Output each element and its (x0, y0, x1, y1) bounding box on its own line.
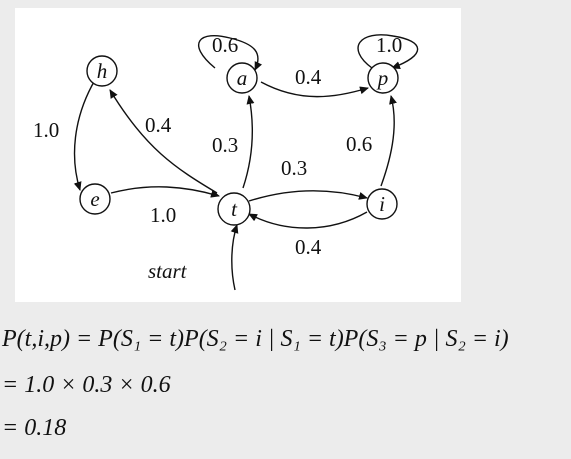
formula-line-1: P(t,i,p) = P(S₁ = t)P(S₂ = i | S₁ = t)P(… (2, 326, 509, 352)
label-i-p: 0.6 (346, 132, 372, 156)
markov-chain-diagram: h a p e t i 0.6 1.0 0.4 1.0 0.4 0.3 0.6 … (15, 8, 461, 302)
node-e: e (79, 183, 111, 215)
edge-h-e (73, 79, 96, 191)
edge-a-self (197, 34, 263, 71)
diagram-canvas: h a p e t i 0.6 1.0 0.4 1.0 0.4 0.3 0.6 … (33, 33, 419, 291)
edge-start-t (230, 224, 239, 291)
formula-line-3: = 0.18 (2, 415, 67, 441)
label-t-a: 0.3 (212, 133, 238, 157)
formula-line-2: = 1.0 × 0.3 × 0.6 (2, 372, 171, 398)
label-start: start (148, 259, 188, 283)
svg-text:t: t (231, 197, 238, 221)
svg-text:a: a (237, 66, 248, 90)
edge-e-t (110, 186, 220, 198)
edge-t-h (109, 89, 218, 194)
svg-text:p: p (376, 66, 389, 90)
label-a-p: 0.4 (295, 65, 322, 89)
label-a-self: 0.6 (212, 33, 238, 57)
edge-t-a (242, 95, 255, 189)
label-t-i: 0.3 (281, 156, 307, 180)
label-p-self: 1.0 (376, 33, 402, 57)
svg-text:i: i (379, 192, 385, 216)
node-t: t (217, 192, 251, 226)
edge-i-p (380, 95, 397, 187)
svg-text:h: h (97, 59, 108, 83)
node-i: i (366, 188, 398, 220)
node-a: a (226, 62, 258, 94)
label-h-e: 1.0 (33, 118, 59, 142)
label-i-t: 0.4 (295, 235, 322, 259)
node-p: p (367, 62, 399, 94)
label-e-t: 1.0 (150, 203, 176, 227)
svg-text:e: e (90, 187, 99, 211)
edge-t-i (248, 190, 368, 202)
node-h: h (86, 55, 118, 87)
edge-i-t (248, 211, 368, 229)
edge-p-self (357, 34, 419, 69)
label-t-h: 0.4 (145, 113, 172, 137)
edge-a-p (260, 81, 369, 98)
